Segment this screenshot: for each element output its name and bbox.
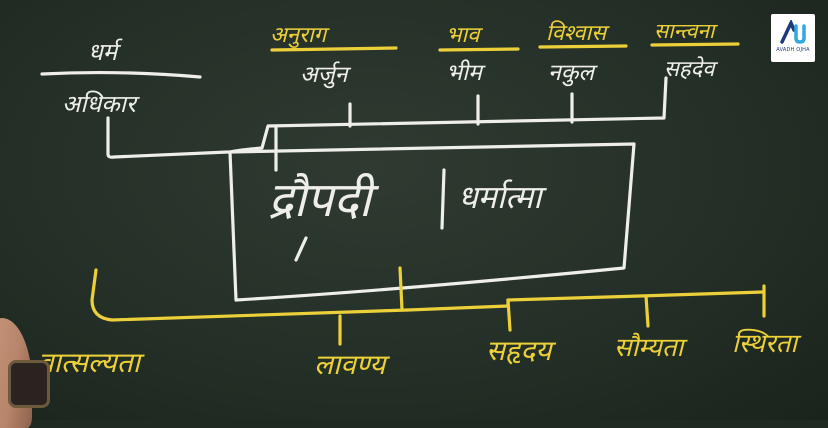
bottom-right-bracket <box>406 290 766 312</box>
bottom-quality-5: स्थिरता <box>732 328 802 359</box>
top-name-1: अर्जुन <box>300 61 352 89</box>
logo-text: AVADH OJHA <box>776 47 810 53</box>
center-name: द्रौपदी <box>268 172 380 228</box>
top-name-2: भीम <box>446 59 486 86</box>
wristwatch <box>8 360 50 408</box>
bottom-drop-3 <box>506 298 512 332</box>
bottom-quality-3: सहृदय <box>486 334 556 367</box>
top-name-4: सहदेव <box>664 56 718 82</box>
bottom-left-bracket <box>90 268 410 322</box>
left-connector <box>106 116 230 159</box>
logo-mark-icon <box>780 20 806 44</box>
top-name-3: नकुल <box>548 60 598 87</box>
top-relation-2-underline <box>438 47 520 52</box>
bottom-quality-2: लावण्य <box>314 348 390 381</box>
left-top-word: धर्म <box>88 38 123 66</box>
bottom-drop-4 <box>644 294 650 328</box>
top-relation-3: विश्वास <box>546 20 610 46</box>
center-flourish <box>294 236 308 262</box>
top-relation-4: सान्त्वना <box>654 19 718 43</box>
top-bracket-line <box>228 76 668 154</box>
left-fraction-line <box>40 70 202 79</box>
top-relation-4-underline <box>650 42 740 47</box>
channel-logo: AVADH OJHA <box>771 14 815 62</box>
bottom-quality-1: वात्सल्यता <box>38 346 145 379</box>
left-bottom-word: अधिकार <box>62 90 140 118</box>
center-subtitle: धर्मात्मा <box>458 178 547 216</box>
top-relation-1-underline <box>270 46 398 52</box>
center-box <box>228 142 636 302</box>
top-relation-3-underline <box>538 44 628 49</box>
top-relation-2: भाव <box>446 23 483 48</box>
center-down-line <box>398 266 404 312</box>
bottom-quality-4: सौम्यता <box>614 332 689 363</box>
top-relation-1: अनुराग <box>270 23 331 48</box>
center-divider <box>440 168 446 230</box>
